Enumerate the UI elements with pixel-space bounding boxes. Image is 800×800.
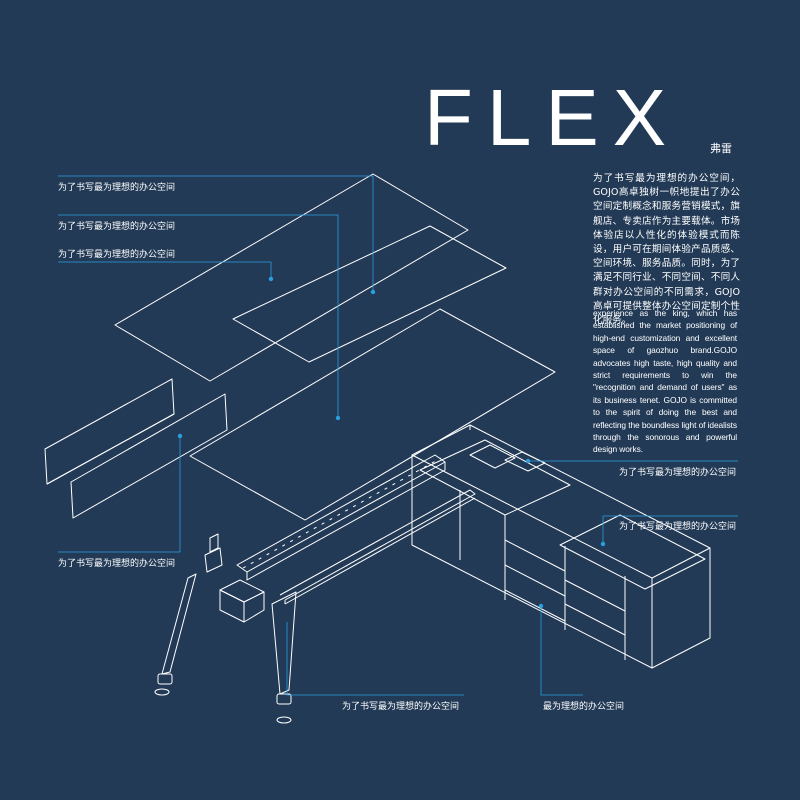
- leader-modesty: [58, 436, 181, 553]
- return-panel-shape: [232, 225, 507, 363]
- callout-modesty-panel: 为了书写最为理想的办公空间: [58, 559, 176, 569]
- callout-cabinet-top: 为了书写最为理想的办公空间: [619, 522, 737, 532]
- leader-leg: [286, 622, 464, 696]
- callout-cable-box: 为了书写最为理想的办公空间: [619, 468, 737, 478]
- callout-leg: 为了书写最为理想的办公空间: [342, 702, 460, 712]
- main-desktop-shape: [189, 308, 556, 521]
- leader-main-top: [58, 261, 272, 279]
- callout-drawer: 最为理想的办公空间: [543, 702, 625, 712]
- small-block: [219, 579, 265, 603]
- leader-top-panel: [58, 175, 374, 292]
- modesty-panel-1: [44, 378, 175, 485]
- front-leg: [271, 591, 297, 695]
- callout-return-panel: 为了书写最为理想的办公空间: [58, 222, 176, 232]
- modesty-panel-2: [70, 393, 228, 519]
- leader-return-panel: [58, 214, 339, 418]
- description-chinese: 为了书写最为理想的办公空间，GOJO高卓独树一帜地提出了办公空间定制概念和服务营…: [593, 173, 740, 327]
- top-panel-shape: [114, 173, 469, 382]
- cable-box-shape: [504, 451, 546, 472]
- page-title: FLEX: [424, 73, 681, 162]
- rear-leg: [161, 573, 197, 675]
- callout-main-top: 为了书写最为理想的办公空间: [58, 250, 176, 260]
- description-english: experience as the king, which has establ…: [593, 308, 737, 455]
- leader-drawer: [540, 606, 583, 696]
- page-subtitle: 弗雷: [710, 142, 732, 155]
- callout-top-panel: 为了书写最为理想的办公空间: [58, 183, 176, 193]
